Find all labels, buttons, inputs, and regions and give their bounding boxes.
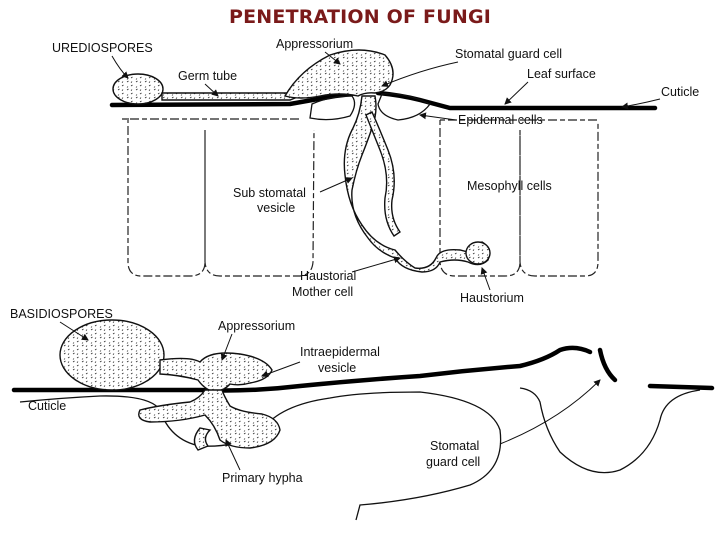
arrow-basidiospores xyxy=(59,321,89,341)
slide-title: PENETRATION OF FUNGI xyxy=(228,6,492,28)
arrow-stomatal-bottom xyxy=(499,379,601,445)
germ-tube xyxy=(161,91,301,101)
arrow-cuticle xyxy=(621,98,661,110)
guard-cell-bottom xyxy=(597,347,715,391)
label-stomatal-1: Stomatal xyxy=(430,439,479,453)
arrow-haustorial xyxy=(351,256,401,273)
label-stomatal-guard-cell: Stomatal guard cell xyxy=(455,47,562,61)
arrow-guard-cell xyxy=(381,61,459,87)
label-haustorial-1: Haustorial xyxy=(300,269,356,283)
guard-cell-left xyxy=(309,95,356,121)
bottom-panel: BASIDIOSPORES Appressorium Intraepiderma… xyxy=(10,307,715,521)
hypha-branch xyxy=(193,427,212,451)
arrow-appressorium-top xyxy=(324,51,341,65)
label-haustorium: Haustorium xyxy=(460,291,524,305)
label-appressorium-top: Appressorium xyxy=(276,37,353,51)
arrow-primary-hypha xyxy=(225,439,241,471)
epidermal-cell-wall xyxy=(127,118,315,277)
primary-hypha xyxy=(138,389,281,449)
label-sub-stomatal-1: Sub stomatal xyxy=(233,186,306,200)
label-haustorial-2: Mother cell xyxy=(292,285,353,299)
urediospore xyxy=(112,73,164,105)
top-panel: UREDIOSPORES Appressorium Stomatal guard… xyxy=(52,37,699,305)
arrow-sub-stomatal xyxy=(319,177,353,193)
cuticle-line xyxy=(109,91,355,108)
arrow-epidermal xyxy=(419,112,457,121)
epidermal-cell-wall-right xyxy=(439,120,599,277)
cell-outline-right xyxy=(519,387,701,474)
label-appressorium-bottom: Appressorium xyxy=(218,319,295,333)
cuticle-line-bottom xyxy=(11,345,593,393)
arrow-leaf-surface xyxy=(504,81,529,105)
cuticle-line-right xyxy=(375,90,658,111)
label-cuticle-top: Cuticle xyxy=(661,85,699,99)
label-urediospores: UREDIOSPORES xyxy=(52,41,153,55)
label-sub-stomatal-2: vesicle xyxy=(257,201,295,215)
cell-outline-left xyxy=(19,391,502,521)
arrow-haustorium xyxy=(480,267,491,291)
label-cuticle-bottom: Cuticle xyxy=(28,399,66,413)
arrow-intraepidermal xyxy=(261,361,301,378)
label-primary-hypha: Primary hypha xyxy=(222,471,303,485)
label-leaf-surface: Leaf surface xyxy=(527,67,596,81)
guard-cell-right xyxy=(377,93,431,121)
arrow-appressorium-bottom xyxy=(220,333,233,361)
haustorium-body xyxy=(465,241,491,265)
appressorium-bottom xyxy=(159,352,273,393)
label-mesophyll-cells: Mesophyll cells xyxy=(467,179,552,193)
arrow-urediospores xyxy=(111,55,129,79)
label-germ-tube: Germ tube xyxy=(178,69,237,83)
label-intraepidermal-2: vesicle xyxy=(318,361,356,375)
label-intraepidermal-1: Intraepidermal xyxy=(300,345,380,359)
label-basidiospores: BASIDIOSPORES xyxy=(10,307,113,321)
cuticle-underside xyxy=(122,118,600,121)
appressorium-top xyxy=(283,49,394,99)
basidiospore xyxy=(59,319,165,391)
label-stomatal-2: guard cell xyxy=(426,455,480,469)
label-epidermal-cells: Epidermal cells xyxy=(458,113,543,127)
infection-hypha xyxy=(365,111,401,237)
arrow-germ-tube xyxy=(204,83,219,97)
